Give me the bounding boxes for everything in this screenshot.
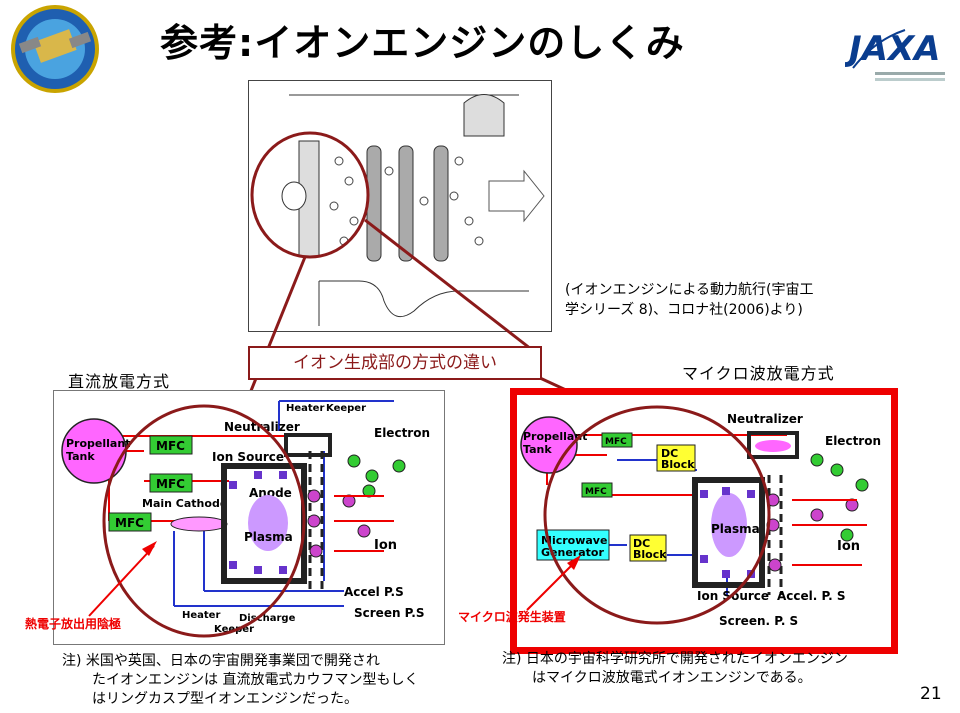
svg-text:Accel. P. S: Accel. P. S: [777, 589, 845, 603]
svg-text:Neutralizer: Neutralizer: [727, 412, 803, 426]
jaxa-logo: JAXA: [843, 20, 950, 90]
svg-text:Block: Block: [661, 458, 695, 471]
svg-text:Accel P.S: Accel P.S: [344, 585, 404, 599]
dc-discharge-heading: 直流放電方式: [68, 372, 171, 391]
page-number: 21: [920, 684, 942, 704]
dc-discharge-diagram: Propellant Tank MFC MFC MFC Neutralizer …: [53, 390, 445, 645]
microwave-discharge-heading: マイクロ波放電方式: [682, 364, 835, 383]
svg-text:Plasma: Plasma: [711, 522, 760, 536]
svg-text:Screen P.S: Screen P.S: [354, 606, 424, 620]
svg-text:Generator: Generator: [541, 546, 604, 559]
page-title: 参考:イオンエンジンのしくみ: [160, 21, 685, 65]
mission-logo: [6, 5, 104, 93]
svg-text:DC: DC: [633, 537, 650, 550]
dc-note-line3: はリングカスプ型イオンエンジンだった。: [92, 691, 358, 707]
callout-box: イオン生成部の方式の違い: [248, 346, 542, 380]
svg-text:Plasma: Plasma: [244, 530, 293, 544]
microwave-note-line2: はマイクロ波放電式イオンエンジンである。: [532, 670, 812, 686]
svg-text:DC: DC: [661, 447, 678, 460]
svg-text:MFC: MFC: [156, 439, 185, 453]
microwave-note-line1: 注) 日本の宇宙科学研究所で開発されたイオンエンジン: [502, 651, 848, 667]
svg-text:Keeper: Keeper: [326, 403, 366, 414]
thermionic-cathode-label: 熱電子放出用陰極: [25, 617, 122, 631]
svg-text:Electron: Electron: [374, 426, 430, 440]
source-reference: (イオンエンジンによる動力航行(宇宙工 学シリーズ 8)、コロナ社(2006)よ…: [565, 280, 814, 320]
source-reference-line2: 学シリーズ 8)、コロナ社(2006)より): [565, 302, 803, 318]
svg-text:Microwave: Microwave: [541, 534, 607, 547]
svg-text:Heater: Heater: [182, 610, 220, 621]
dc-note: 注) 米国や英国、日本の宇宙開発事業団で開発され たイオンエンジンは 直流放電式…: [62, 652, 452, 709]
svg-text:Block: Block: [633, 548, 667, 561]
svg-text:Screen. P. S: Screen. P. S: [719, 614, 798, 628]
svg-text:Discharge: Discharge: [239, 613, 296, 624]
microwave-discharge-diagram: Propellant Tank MFC MFC DC Block Microwa…: [510, 388, 898, 654]
svg-text:Main Cathode: Main Cathode: [142, 497, 227, 510]
svg-text:Ion: Ion: [374, 538, 397, 553]
svg-text:MFC: MFC: [605, 437, 627, 447]
source-reference-line1: (イオンエンジンによる動力航行(宇宙工: [565, 282, 814, 298]
svg-text:Ion Source: Ion Source: [212, 450, 284, 464]
svg-text:MFC: MFC: [156, 477, 185, 491]
svg-text:Propellant: Propellant: [523, 430, 587, 443]
dc-note-line2: たイオンエンジンは 直流放電式カウフマン型もしく: [92, 672, 419, 688]
svg-text:Ion: Ion: [837, 539, 860, 554]
svg-text:MFC: MFC: [585, 487, 607, 497]
microwave-note: 注) 日本の宇宙科学研究所で開発されたイオンエンジン はマイクロ波放電式イオンエ…: [502, 650, 912, 688]
svg-text:Electron: Electron: [825, 434, 881, 448]
svg-text:Propellant: Propellant: [66, 437, 130, 450]
svg-text:Tank: Tank: [523, 443, 552, 456]
dc-note-line1: 注) 米国や英国、日本の宇宙開発事業団で開発され: [62, 653, 380, 669]
microwave-generator-label: マイクロ波発生装置: [458, 610, 566, 624]
svg-text:MFC: MFC: [115, 516, 144, 530]
svg-text:Tank: Tank: [66, 450, 95, 463]
svg-text:Heater: Heater: [286, 403, 324, 414]
svg-text:Anode: Anode: [249, 486, 292, 500]
